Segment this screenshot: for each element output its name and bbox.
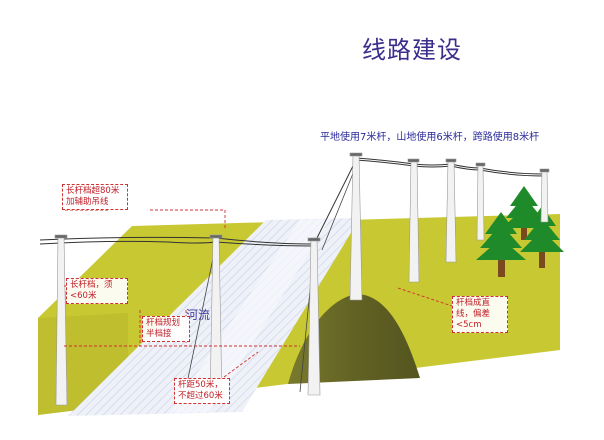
note-stay-wire: 长杆档，须<60米 <box>66 278 128 304</box>
pole-4 <box>349 152 363 301</box>
note-pole-distance: 杆距50米，不超过60米 <box>174 378 230 404</box>
tree-right <box>520 206 564 268</box>
note-half-span: 杆档规划半档接 <box>142 316 190 342</box>
pole-1 <box>54 234 68 406</box>
river-label: 河流 <box>186 308 211 322</box>
wire-climb <box>313 159 357 245</box>
note-straight-line: 杆档成直线，偏差<5cm <box>452 296 508 333</box>
wire-lower <box>39 240 315 247</box>
pole-5 <box>407 158 420 283</box>
pole-7 <box>475 162 486 241</box>
note-long-span: 长杆档超80米加辅助吊线 <box>62 184 128 210</box>
pole-6 <box>445 158 457 263</box>
page-title: 线路建设 <box>362 36 462 64</box>
pole-height-caption: 平地使用7米杆，山地使用6米杆，跨路使用8米杆 <box>320 132 540 143</box>
hill <box>288 294 420 384</box>
tree-front <box>476 212 526 277</box>
poles <box>54 152 550 406</box>
pole-8 <box>539 168 550 223</box>
wire-upper <box>39 236 315 245</box>
river-highlight <box>170 219 330 413</box>
pole-3 <box>307 237 321 396</box>
